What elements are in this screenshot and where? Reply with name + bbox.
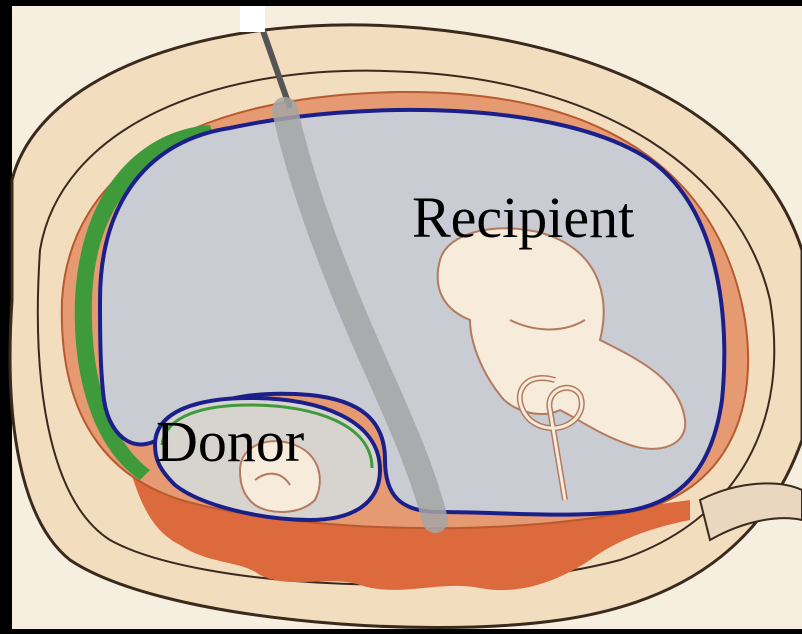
donor-label: Donor [156, 413, 304, 471]
fetoscope-tip [240, 6, 265, 32]
recipient-label: Recipient [412, 189, 634, 247]
